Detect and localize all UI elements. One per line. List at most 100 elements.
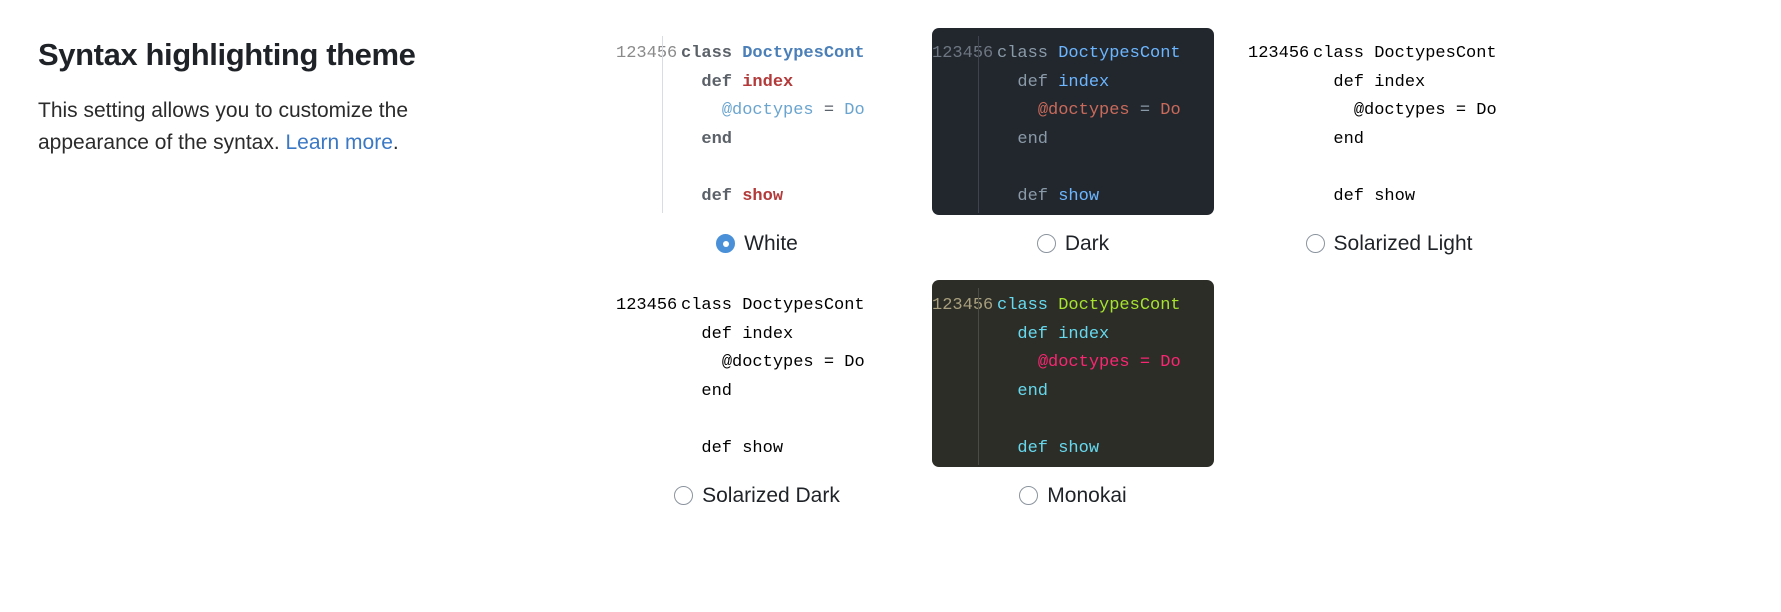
code-line: end [681, 126, 898, 155]
code-token-plain [997, 353, 1038, 372]
code-line: end [997, 378, 1214, 407]
code-sample: class DoctypesCont def index @doctypes =… [1295, 28, 1530, 215]
code-token-keyword: def [681, 72, 743, 92]
line-number: 3 [952, 44, 963, 63]
code-line: def show [997, 183, 1214, 212]
line-number: 6 [983, 44, 994, 63]
code-token-keyword: def [997, 438, 1059, 458]
code-token-keyword: def [997, 72, 1059, 92]
code-line: end [1313, 126, 1530, 155]
code-line: def show [681, 435, 898, 464]
code-token-ivar: @doctypes [721, 353, 814, 372]
gutter-divider [662, 36, 663, 213]
line-number: 1 [616, 296, 627, 315]
theme-radio-row-solarized-dark[interactable]: Solarized Dark [674, 485, 840, 506]
code-line [1313, 154, 1530, 183]
code-line: def show [997, 435, 1214, 464]
code-token-function: index [1058, 72, 1110, 92]
code-token-keyword: def [681, 186, 743, 206]
code-line: @doctypes = Do [681, 97, 898, 126]
code-token-keyword: end [681, 129, 733, 149]
code-token-ivar: Do [1160, 353, 1181, 372]
code-token-keyword: def [681, 324, 743, 344]
gutter-divider [978, 288, 979, 465]
line-number: 1 [1248, 44, 1259, 63]
line-number: 2 [1258, 44, 1269, 63]
code-line: class DoctypesCont [997, 40, 1214, 69]
radio-label-solarized-dark[interactable]: Solarized Dark [702, 484, 840, 507]
code-line: def index [997, 321, 1214, 350]
code-token-ivar: Do [1476, 101, 1497, 120]
line-number: 6 [983, 296, 994, 315]
line-number: 2 [626, 44, 637, 63]
code-line: @doctypes = Do [997, 97, 1214, 126]
line-number: 1 [932, 44, 943, 63]
line-number: 5 [1288, 44, 1300, 63]
setting-description: This setting allows you to customize the… [38, 95, 508, 158]
code-line: class DoctypesCont [997, 292, 1214, 321]
line-number: 5 [656, 296, 668, 315]
code-token-class: DoctypesCont [1058, 296, 1181, 315]
radio-button-solarized-dark[interactable] [674, 486, 694, 505]
radio-label-monokai[interactable]: Monokai [1047, 484, 1127, 507]
code-line: def index [1313, 69, 1530, 98]
theme-radio-row-white[interactable]: White [716, 233, 798, 254]
code-line: end [997, 126, 1214, 155]
radio-label-solarized-light[interactable]: Solarized Light [1333, 232, 1473, 255]
learn-more-link[interactable]: Learn more [285, 130, 393, 154]
code-line [997, 406, 1214, 435]
theme-radio-row-monokai[interactable]: Monokai [1019, 484, 1127, 507]
radio-button-solarized-light[interactable] [1305, 234, 1325, 253]
code-line: @doctypes = Do [997, 349, 1214, 378]
line-number-gutter: 123456 [616, 280, 677, 467]
radio-button-white[interactable] [716, 234, 736, 253]
code-line: class DoctypesCont [681, 40, 898, 69]
code-line [681, 406, 898, 435]
code-token-keyword: def [997, 186, 1059, 206]
radio-button-monokai[interactable] [1019, 486, 1039, 505]
line-number: 4 [962, 296, 973, 315]
theme-radio-row-solarized-light[interactable]: Solarized Light [1305, 232, 1473, 255]
code-token-class: DoctypesCont [742, 296, 865, 315]
code-line: class DoctypesCont [681, 292, 898, 321]
line-number: 5 [973, 44, 983, 63]
code-token-ivar: Do [844, 101, 865, 120]
code-token-operator: = [813, 101, 845, 120]
radio-label-white[interactable]: White [744, 232, 798, 255]
line-number-gutter: 123456 [932, 28, 993, 215]
code-token-function: index [1374, 72, 1426, 92]
line-number: 1 [616, 44, 627, 63]
line-number: 3 [636, 296, 647, 315]
code-line: def index [681, 69, 898, 98]
code-token-class: DoctypesCont [742, 44, 865, 63]
radio-label-dark[interactable]: Dark [1064, 232, 1110, 255]
theme-radio-row-dark[interactable]: Dark [1036, 232, 1110, 255]
code-token-operator: = [813, 353, 845, 372]
line-number: 6 [667, 296, 678, 315]
line-number: 4 [646, 296, 657, 315]
code-line: def show [681, 183, 898, 212]
code-token-operator: = [1129, 101, 1161, 120]
code-token-plain [681, 353, 722, 372]
radio-button-dark[interactable] [1036, 234, 1056, 253]
code-token-keyword: end [997, 129, 1049, 149]
line-number: 6 [1299, 44, 1310, 63]
code-line: end [681, 378, 898, 407]
code-token-ivar: @doctypes [1037, 101, 1130, 120]
setting-description-period: . [392, 130, 399, 154]
line-number-gutter: 123456 [1248, 28, 1309, 215]
code-token-keyword: end [1313, 129, 1365, 149]
